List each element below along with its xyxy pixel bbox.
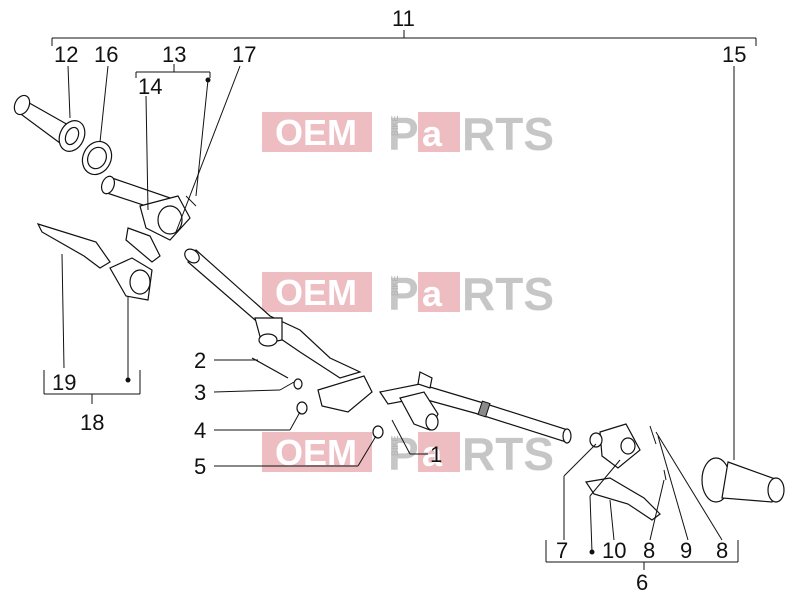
master-cylinder-18 [109, 257, 153, 301]
svg-text:BIKE: BIKE [390, 275, 400, 296]
svg-text:RTS: RTS [462, 428, 554, 480]
callout-2: 2 [194, 348, 206, 373]
left-grip [13, 94, 86, 152]
left-brake-lever [36, 223, 111, 269]
callout-3: 3 [194, 380, 206, 405]
callout-15: 15 [722, 42, 746, 67]
nut-5 [372, 425, 384, 439]
svg-text:a: a [422, 113, 443, 154]
callout-10: 10 [602, 538, 626, 563]
callout-5: 5 [194, 454, 206, 479]
svg-text:OEM: OEM [275, 272, 357, 313]
svg-text:BIKE: BIKE [390, 435, 400, 456]
svg-text:P: P [388, 268, 419, 320]
svg-text:BIKE: BIKE [390, 115, 400, 136]
callout-1: 1 [430, 442, 442, 467]
callout-11: 11 [392, 6, 415, 31]
nut-4 [296, 401, 308, 415]
callout-16: 16 [94, 42, 118, 67]
svg-text:a: a [422, 273, 443, 314]
callout-13: 13 [162, 42, 186, 67]
svg-text:P: P [388, 108, 419, 160]
callout-14: 14 [138, 74, 162, 99]
callout-18: 18 [80, 410, 104, 435]
callout-labels: 11 12 16 13 14 17 15 19 18 2 3 4 5 1 7 1… [52, 6, 746, 595]
bolt-2 [251, 357, 289, 379]
callout-19: 19 [52, 370, 76, 395]
right-grip [701, 457, 785, 503]
callout-4: 4 [194, 418, 206, 443]
callout-9: 9 [680, 538, 692, 563]
callout-7: 7 [556, 538, 568, 563]
watermark-middle: OEM BIKE P a RTS [262, 268, 554, 320]
washer-3 [293, 378, 303, 390]
svg-text:RTS: RTS [462, 268, 554, 320]
leader-lines [43, 64, 739, 570]
svg-text:a: a [422, 433, 443, 474]
right-lever-clamp [584, 423, 667, 521]
callout-6: 6 [636, 570, 648, 595]
callout-8b: 8 [716, 538, 728, 563]
bracket-11 [51, 30, 757, 46]
svg-text:RTS: RTS [462, 108, 554, 160]
callout-8a: 8 [643, 538, 655, 563]
callout-17: 17 [232, 42, 256, 67]
watermark-bottom: OEM BIKE P a RTS [262, 428, 554, 480]
handlebar-tube [100, 175, 572, 444]
callout-12: 12 [54, 42, 78, 67]
ring-16 [81, 140, 113, 176]
svg-text:OEM: OEM [275, 432, 357, 473]
watermark-top: OEM BIKE P a RTS [262, 108, 554, 160]
svg-text:OEM: OEM [275, 112, 357, 153]
